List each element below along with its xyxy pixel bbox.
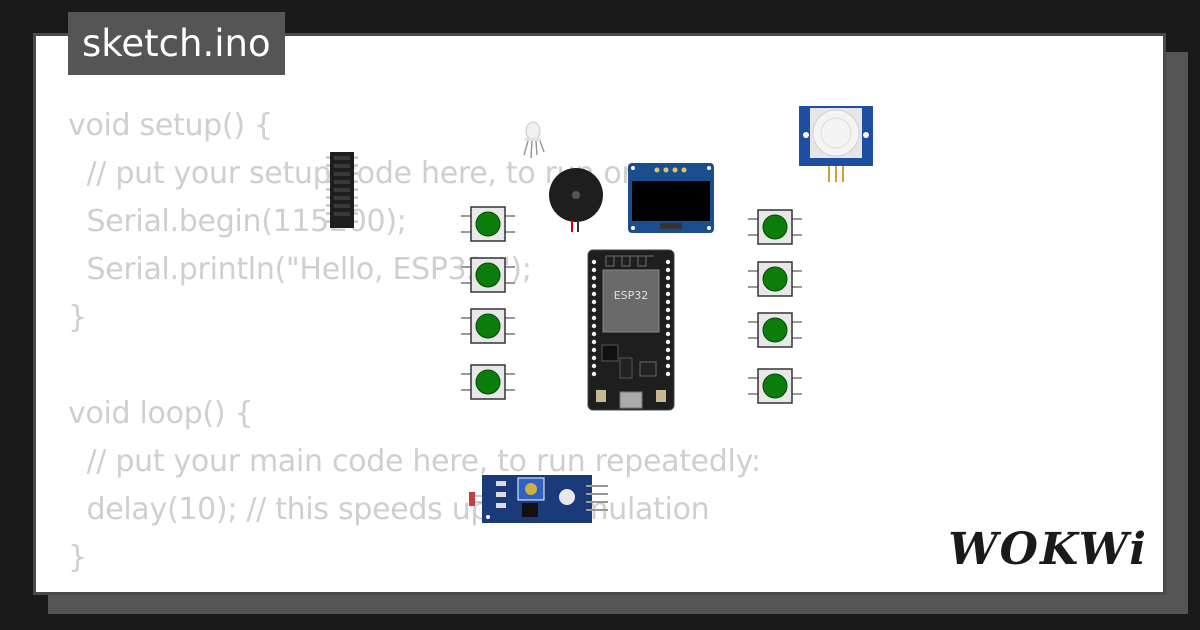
pushbutton-icon[interactable] bbox=[461, 257, 515, 293]
code-line: void loop() { bbox=[68, 396, 254, 431]
chip-label: ESP32 bbox=[614, 289, 649, 302]
pushbutton-icon[interactable] bbox=[748, 368, 802, 404]
code-line: } bbox=[68, 300, 87, 335]
code-line: } bbox=[68, 540, 87, 575]
code-line: // put your setup code here, to run once… bbox=[68, 156, 685, 191]
pushbutton-icon[interactable] bbox=[748, 209, 802, 245]
code-line: delay(10); // this speeds up the simulat… bbox=[68, 492, 710, 527]
code-line: void setup() { bbox=[68, 108, 273, 143]
pushbutton-icon[interactable] bbox=[461, 308, 515, 344]
pushbutton-icon[interactable] bbox=[748, 312, 802, 348]
code-editor[interactable]: void setup() { // put your setup code he… bbox=[68, 102, 761, 582]
pir-sensor-icon[interactable] bbox=[799, 106, 873, 182]
ic-chip-icon[interactable] bbox=[326, 152, 358, 228]
code-line: Serial.println("Hello, ESP32!"); bbox=[68, 252, 532, 287]
pushbutton-icon[interactable] bbox=[461, 206, 515, 242]
wokwi-logo: WOKWi bbox=[948, 524, 1148, 575]
code-line: // put your main code here, to run repea… bbox=[68, 444, 761, 479]
photoresistor-module-icon[interactable] bbox=[469, 475, 608, 523]
pushbutton-icon[interactable] bbox=[461, 364, 515, 400]
file-tab[interactable]: sketch.ino bbox=[68, 12, 285, 75]
pushbutton-icon[interactable] bbox=[748, 261, 802, 297]
esp32-board-icon[interactable]: ESP32 bbox=[587, 249, 675, 411]
rgb-led-icon[interactable] bbox=[523, 121, 545, 159]
oled-display-icon[interactable] bbox=[628, 163, 714, 233]
buzzer-icon[interactable] bbox=[549, 168, 603, 232]
